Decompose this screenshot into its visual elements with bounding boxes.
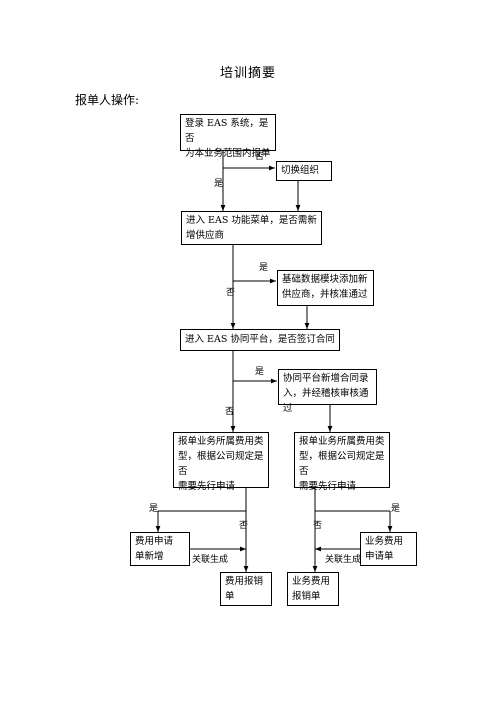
page-title: 培训摘要 [219, 66, 276, 81]
expense-type-left-box: 报单业务所属费用类 型，根据公司规定是否 需要先行申请 [173, 432, 269, 492]
label-no: 否 [226, 288, 236, 298]
login-eas-box: 登录 EAS 系统，是否 为本业务范围内报单 [180, 114, 276, 159]
label-yes: 是 [255, 367, 265, 377]
label-yes: 是 [149, 504, 159, 514]
label-yes: 是 [391, 504, 401, 514]
biz-apply-box: 业务费用 申请单 [360, 532, 417, 566]
switch-org-box: 切换组织 [276, 161, 332, 181]
label-no: 否 [255, 152, 265, 162]
label-link-generate: 关联生成 [192, 555, 229, 565]
collab-platform-box: 进入 EAS 协同平台，是否签订合同 [180, 329, 340, 351]
label-yes: 是 [214, 179, 224, 189]
fee-reimburse-box: 费用报销 单 [220, 572, 272, 606]
section-heading: 报单人操作: [75, 93, 140, 107]
label-link-generate: 关联生成 [325, 555, 362, 565]
biz-reimburse-box: 业务费用 报销单 [287, 572, 339, 606]
label-yes: 是 [259, 263, 269, 273]
label-no: 否 [239, 521, 249, 531]
add-supplier-box: 基础数据模块添加新 供应商，并核准通过 [277, 270, 374, 306]
eas-menu-box: 进入 EAS 功能菜单，是否需新 增供应商 [181, 211, 322, 245]
fee-apply-new-box: 费用申请 单新增 [130, 532, 190, 566]
contract-entry-box: 协同平台新增合同录 入，并经稽核审核通过 [278, 369, 377, 414]
label-no: 否 [225, 407, 235, 417]
expense-type-right-box: 报单业务所属费用类 型，根据公司规定是否 需要先行申请 [294, 432, 390, 492]
label-no: 否 [313, 521, 323, 531]
